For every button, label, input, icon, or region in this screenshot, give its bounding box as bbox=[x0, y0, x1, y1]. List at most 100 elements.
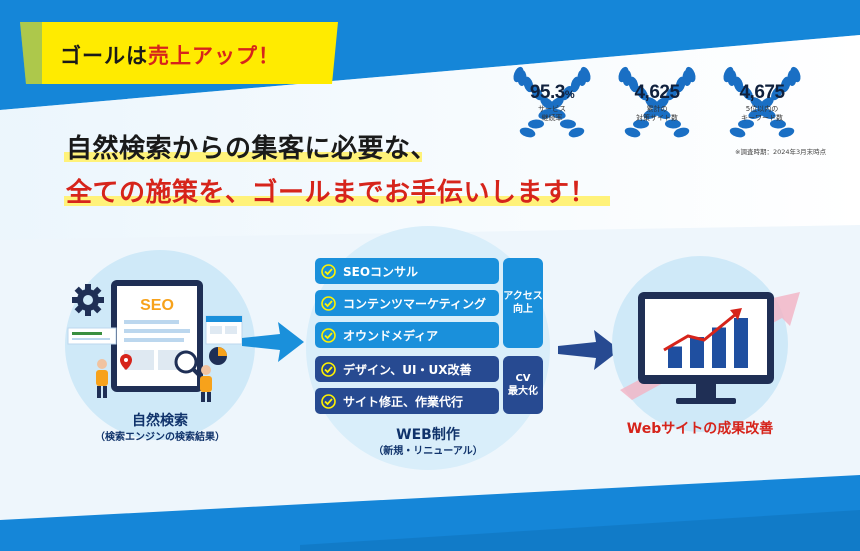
award-caption: 累計の 対策サイト数 bbox=[636, 105, 678, 122]
left-title: 自然検索 bbox=[132, 413, 188, 429]
left-subtitle: （検索エンジンの検索結果） bbox=[95, 432, 225, 443]
laurel-leaf bbox=[778, 127, 795, 138]
laurel-leaf bbox=[549, 97, 564, 110]
laurel-leaf bbox=[738, 119, 755, 129]
laurel-leaf bbox=[771, 86, 783, 101]
service-item: サイト修正、作業代行 bbox=[315, 388, 499, 414]
award-note: ※調査時期：2024年3月末時点 bbox=[735, 148, 827, 156]
award-value: 4,675 bbox=[739, 82, 785, 103]
laurel-leaf bbox=[523, 76, 534, 93]
bar-chart-icon bbox=[668, 318, 748, 368]
tag-suffix: ！ bbox=[258, 44, 280, 68]
award-caption: サービス 継続率 bbox=[538, 105, 566, 122]
trend-line bbox=[663, 312, 737, 352]
service-item-label: オウンドメディア bbox=[343, 328, 439, 343]
service-item: オウンドメディア bbox=[315, 322, 499, 348]
laurel-leaf bbox=[538, 108, 554, 119]
center-subtitle: （新規・リニューアル） bbox=[373, 446, 483, 457]
laurel-leaf bbox=[664, 119, 681, 129]
chart-bar bbox=[712, 327, 726, 368]
tag-highlight: 売上アップ bbox=[148, 44, 258, 68]
service-item: コンテンツマーケティング bbox=[315, 290, 499, 316]
laurel-leaf bbox=[655, 108, 671, 119]
laurel-leaf bbox=[519, 127, 536, 138]
award-value: 4,625 bbox=[634, 82, 680, 103]
chart-bar bbox=[734, 318, 748, 368]
laurel-leaf bbox=[561, 86, 573, 101]
service-item-label: サイト修正、作業代行 bbox=[343, 394, 464, 409]
award-retention: 95.3% サービス 継続率 bbox=[506, 58, 598, 150]
laurel-leaf bbox=[666, 86, 678, 101]
monitor-chart-illustration bbox=[620, 292, 800, 404]
check-icon bbox=[321, 327, 336, 343]
laurel-leaf bbox=[624, 127, 641, 138]
trend-arrowhead bbox=[730, 308, 742, 320]
check-icon bbox=[321, 263, 336, 279]
award-sites: 4,625 累計の 対策サイト数 bbox=[611, 58, 703, 150]
award-keywords: 4,675 5位以内の キーワード数 bbox=[716, 58, 808, 150]
award-value: 95.3% bbox=[529, 82, 575, 103]
laurel-leaf bbox=[568, 127, 585, 138]
laurel-leaf bbox=[733, 76, 744, 93]
goal-tag-shape bbox=[20, 22, 338, 84]
award-caption: 5位以内の キーワード数 bbox=[741, 105, 783, 122]
pie-chart-icon bbox=[209, 347, 227, 365]
monitor-stand bbox=[696, 384, 716, 398]
seo-screen-text: SEO bbox=[140, 297, 174, 314]
pin-icon bbox=[120, 354, 132, 370]
service-item-label: コンテンツマーケティング bbox=[343, 296, 487, 311]
laurel-leaf bbox=[780, 76, 791, 93]
laurel-leaf bbox=[528, 119, 545, 129]
chart-bar bbox=[668, 346, 682, 368]
laurel-leaf bbox=[550, 108, 566, 119]
laurel-leaf bbox=[531, 86, 543, 101]
laurel-leaf bbox=[643, 108, 659, 119]
arrow-right-icon bbox=[558, 330, 620, 370]
laurel-leaf bbox=[748, 108, 764, 119]
laurel-leaf bbox=[769, 119, 786, 129]
result-card bbox=[67, 327, 117, 345]
laurel-leaf bbox=[633, 119, 650, 129]
headline-2-highlight bbox=[64, 196, 610, 206]
laurel-leaf bbox=[673, 127, 690, 138]
arrow-right-icon bbox=[242, 322, 304, 362]
service-item-label: デザイン、UI・UX改善 bbox=[343, 362, 472, 377]
laurel-leaf bbox=[759, 97, 774, 110]
laurel-leaf bbox=[760, 108, 776, 119]
service-item-label: SEOコンサル bbox=[343, 264, 419, 279]
goal-tag-label: ゴールは売上アップ！ bbox=[60, 40, 280, 70]
chart-bar bbox=[690, 337, 704, 368]
laurel-leaf bbox=[636, 86, 648, 101]
gear-icon bbox=[72, 284, 104, 316]
bottom-shade bbox=[300, 510, 860, 551]
person-figure bbox=[96, 359, 108, 398]
check-icon bbox=[321, 393, 336, 409]
laurel-leaf bbox=[675, 76, 686, 93]
group-access: アクセス 向上 bbox=[503, 258, 543, 348]
person-figure bbox=[200, 365, 212, 402]
service-item: デザイン、UI・UX改善 bbox=[315, 356, 499, 382]
check-icon bbox=[321, 361, 336, 377]
tag-prefix: ゴールは bbox=[60, 44, 148, 68]
laurel-leaf bbox=[729, 127, 746, 138]
right-title: Webサイトの成果改善 bbox=[626, 421, 774, 437]
laurel-leaf bbox=[654, 97, 669, 110]
headline-line-2: 全ての施策を、ゴールまでお手伝いします！ bbox=[66, 178, 597, 208]
laurel-leaf bbox=[559, 119, 576, 129]
group-cv: CV 最大化 bbox=[503, 356, 543, 414]
check-icon bbox=[321, 295, 336, 311]
service-item: SEOコンサル bbox=[315, 258, 499, 284]
magnifier-icon bbox=[174, 350, 203, 379]
center-title: WEB制作 bbox=[396, 427, 460, 443]
laurel-icon bbox=[723, 66, 801, 138]
laurel-icon bbox=[513, 66, 591, 138]
laurel-icon bbox=[618, 66, 696, 138]
monitor-base bbox=[676, 398, 736, 404]
laurel-leaf bbox=[741, 86, 753, 101]
headline-line-1: 自然検索からの集客に必要な、 bbox=[66, 134, 438, 164]
laurel-leaf bbox=[570, 76, 581, 93]
seo-illustration: SEO bbox=[67, 280, 243, 402]
headline-1-highlight bbox=[64, 152, 422, 162]
laurel-leaf bbox=[628, 76, 639, 93]
